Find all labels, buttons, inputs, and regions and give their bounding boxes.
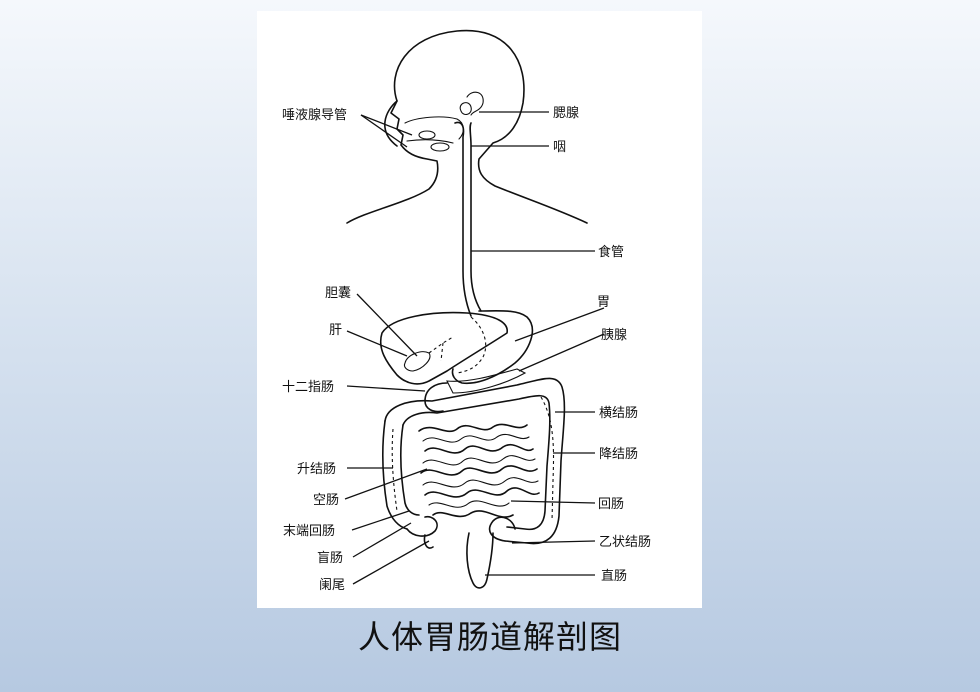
salivary-gland-shape (418, 130, 436, 140)
ear-outline (466, 91, 484, 116)
label-ileum: 回肠 (598, 497, 624, 512)
head-outline (384, 29, 588, 224)
label-terminal-ileum: 末端回肠 (283, 524, 335, 539)
label-cecum: 盲肠 (317, 550, 343, 566)
label-ascending-colon: 升结肠 (297, 462, 336, 477)
label-appendix: 阑尾 (319, 578, 345, 593)
sigmoid-colon-shape (488, 516, 516, 542)
bile-duct (428, 336, 454, 362)
face-outline (346, 100, 439, 224)
liver-shape (379, 311, 508, 385)
label-parotid: 腮腺 (553, 106, 579, 121)
anatomy-figure: 唾液腺导管 腮腺 咽 食管 胆囊 胃 肝 胰腺 十二指肠 横结肠 升结肠 降结肠… (257, 11, 702, 608)
small-intestine-wall (422, 433, 539, 508)
digestive-tract-diagram: 唾液腺导管 腮腺 咽 食管 胆囊 胃 肝 胰腺 十二指肠 横结肠 升结肠 降结肠… (282, 29, 651, 593)
label-transverse-colon: 横结肠 (599, 406, 638, 421)
label-salivary-duct: 唾液腺导管 (282, 108, 347, 123)
colon-inner (402, 394, 551, 531)
appendix-shape (423, 534, 434, 549)
colon-outer (384, 377, 566, 545)
duodenum-shape (424, 382, 448, 413)
stomach-inner (456, 316, 487, 374)
esophagus-shape (454, 121, 472, 317)
label-stomach: 胃 (597, 295, 610, 310)
label-pharynx: 咽 (553, 140, 566, 155)
label-esophagus: 食管 (598, 244, 624, 260)
label-gallbladder: 胆囊 (325, 285, 351, 301)
gallbladder-shape (403, 351, 431, 372)
small-intestine (418, 423, 540, 518)
parotid-shape (459, 102, 472, 116)
cecum-shape (406, 515, 438, 537)
sublingual-gland-shape (430, 142, 450, 152)
ascending-colon-outer (382, 420, 408, 530)
label-sigmoid-colon: 乙状结肠 (599, 535, 651, 550)
label-liver: 肝 (329, 323, 342, 338)
label-descending-colon: 降结肠 (599, 447, 638, 462)
oral-cavity (404, 116, 464, 144)
label-duodenum: 十二指肠 (282, 380, 334, 395)
label-jejunum: 空肠 (313, 493, 339, 508)
ascending-colon-inner (400, 424, 420, 516)
figure-caption: 人体胃肠道解剖图 (357, 618, 622, 656)
stomach-shape (451, 309, 533, 385)
rectum-shape (466, 532, 494, 589)
esophagus-shape-inner (469, 122, 482, 312)
label-pancreas: 胰腺 (601, 328, 627, 343)
colon-haustra (391, 396, 555, 522)
label-rectum: 直肠 (601, 569, 627, 584)
leader-lines (344, 111, 605, 585)
pancreas-shape (446, 368, 527, 394)
